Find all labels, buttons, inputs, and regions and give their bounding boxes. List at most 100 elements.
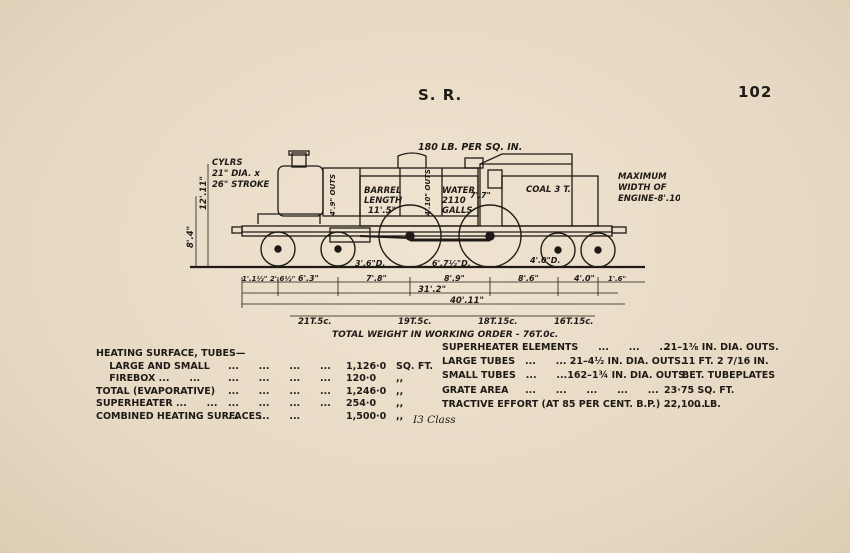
leader-dots: ... ... ... bbox=[228, 410, 301, 422]
spec-label: TOTAL (EVAPORATIVE) bbox=[96, 385, 216, 397]
spec-label: SUPERHEATER ... ... bbox=[96, 398, 218, 410]
spec-unit: ,, bbox=[396, 410, 404, 422]
cylinder-label-2: 21" DIA. x bbox=[212, 169, 260, 179]
spec-unit: SQ. FT. bbox=[396, 360, 433, 372]
cylinder-label-3: 26" STROKE bbox=[212, 180, 269, 190]
spec-value: 1,126·0 bbox=[346, 360, 387, 372]
chimney bbox=[291, 152, 307, 168]
leader-dots: ... ... ... ... bbox=[228, 373, 331, 385]
axle-weight-4: 16T.15c. bbox=[554, 317, 594, 327]
barrel-label-2: LENGTH bbox=[364, 196, 402, 206]
spec-unit: ,, bbox=[396, 373, 404, 385]
max-width-label-3: ENGINE-8'.10" bbox=[618, 194, 680, 204]
total-weight: TOTAL WEIGHT IN WORKING ORDER - 76T.0c. bbox=[332, 330, 558, 340]
spec-value: 120·0 bbox=[346, 373, 377, 385]
spec-label: FIREBOX ... ... bbox=[96, 373, 201, 385]
barrel-label-3: 11'.5" bbox=[368, 206, 396, 216]
coal-bunker bbox=[501, 175, 599, 227]
boiler-height: 4'.9" OUTS bbox=[329, 174, 337, 216]
cylinder bbox=[329, 227, 371, 243]
spec-unit: ,, bbox=[396, 398, 404, 410]
spec-label: TRACTIVE EFFORT (AT 85 PER CENT. B.P.) .… bbox=[442, 398, 706, 410]
spec-label: COMBINED HEATING SURFACES bbox=[96, 410, 262, 422]
axle-weight-1: 21T.5c. bbox=[298, 317, 332, 327]
dim-1-6: 1'.6" bbox=[608, 275, 626, 283]
side-tank bbox=[359, 175, 479, 227]
dim-4-0: 4'.0" bbox=[573, 274, 595, 283]
spec-label: SUPERHEATER ELEMENTS ... ... ... bbox=[442, 342, 671, 353]
dome bbox=[397, 152, 427, 168]
railway-heading: S. R. bbox=[418, 86, 463, 104]
cab-window bbox=[487, 169, 503, 189]
spec-value: BET. TUBEPLATES bbox=[682, 370, 776, 382]
spec-label: SMALL TUBES ... ...162–1¾ IN. DIA. OUTS. bbox=[442, 370, 689, 382]
water-label-1: WATER bbox=[442, 186, 475, 196]
spec-unit: ,, bbox=[396, 385, 404, 397]
water-label-2: 2110 bbox=[442, 196, 466, 206]
bogie-wheel-dia: 3'.6"D. bbox=[355, 259, 385, 268]
spec-value: 22,100 LB. bbox=[664, 398, 721, 410]
dim-8-9: 8'.9" bbox=[444, 274, 465, 283]
cylinder-label-1: CYLRS bbox=[212, 158, 242, 168]
height-7-7: 7'.7" bbox=[470, 191, 491, 200]
tube-spec-row: SMALL TUBES ... ...162–1¾ IN. DIA. OUTS.… bbox=[442, 370, 787, 384]
wheelbase: 31'.2" bbox=[418, 285, 446, 295]
leader-dots: ... ... ... ... bbox=[228, 385, 331, 397]
spec-label: LARGE TUBES ... ... 21–4½ IN. DIA. OUTS. bbox=[442, 356, 685, 368]
trailing-wheel-dia: 4'.0"D. bbox=[529, 256, 560, 265]
bogie-wheel-rear bbox=[320, 231, 356, 267]
spec-label: LARGE AND SMALL bbox=[96, 360, 210, 372]
heating-surface-row: COMBINED HEATING SURFACES... ... ... 1,50… bbox=[96, 411, 426, 424]
chimney-height: 8'.4" bbox=[186, 226, 196, 248]
cab bbox=[479, 153, 573, 226]
barrel-label-1: BARREL bbox=[364, 186, 401, 196]
dim-8-6: 8'.6" bbox=[518, 274, 539, 283]
tube-spec-row: GRATE AREA ... ... ... ... ... 23·75 SQ. … bbox=[442, 385, 787, 399]
coal-capacity: COAL 3 T. bbox=[526, 185, 571, 195]
page-number: 102 bbox=[738, 83, 773, 101]
overall-length: 40'.11" bbox=[449, 296, 484, 306]
max-width-label-1: MAXIMUM bbox=[618, 172, 667, 182]
tube-spec-row: TRACTIVE EFFORT (AT 85 PER CENT. B.P.) .… bbox=[442, 399, 787, 413]
dim-6-3: 6'.3" bbox=[298, 274, 319, 283]
leader-dots: ... ... ... ... bbox=[228, 360, 331, 372]
spec-value: 23·75 SQ. FT. bbox=[664, 384, 735, 396]
main-frame bbox=[241, 225, 613, 237]
spec-value: 21–1⅜ IN. DIA. OUTS. bbox=[664, 342, 779, 353]
trailing-wheel-front bbox=[540, 232, 576, 268]
class-caption: I3 Class bbox=[413, 414, 456, 426]
heating-surface-row: SUPERHEATER ... ... ... ... ... ... 254·0,… bbox=[96, 398, 426, 411]
water-label-3: GALLS bbox=[442, 206, 473, 216]
coupled-wheel-trailing bbox=[458, 204, 522, 268]
overall-height: 12'.11" bbox=[199, 176, 209, 210]
heating-surface-row: HEATING SURFACE, TUBES— bbox=[96, 348, 426, 361]
locomotive-diagram: 180 LB. PER SQ. IN. CYLRS 21" DIA. x 26"… bbox=[186, 142, 680, 340]
firebox-height: 4'.10" OUTS bbox=[424, 169, 432, 216]
connecting-rod bbox=[359, 235, 411, 239]
tube-specs-table: SUPERHEATER ELEMENTS ... ... ...21–1⅜ IN… bbox=[442, 342, 787, 413]
dim-front: 1'.1½" 2'.6½" bbox=[242, 275, 295, 283]
dim-7-8: 7'.8" bbox=[366, 274, 387, 283]
heating-surface-row: TOTAL (EVAPORATIVE) ... ... ... ... 1,246·… bbox=[96, 386, 426, 399]
axle-weight-2: 19T.5c. bbox=[398, 317, 432, 327]
spec-label: GRATE AREA ... ... ... ... ... bbox=[442, 384, 659, 396]
tube-spec-row: SUPERHEATER ELEMENTS ... ... ...21–1⅜ IN… bbox=[442, 342, 787, 356]
smokebox bbox=[277, 165, 324, 217]
bogie-wheel-front bbox=[260, 231, 296, 267]
spec-value: 1,500·0 bbox=[346, 410, 387, 422]
leader-dots: ... ... ... ... bbox=[228, 398, 331, 410]
heating-surface-row: LARGE AND SMALL ... ... ... ... 1,126·0 SQ.… bbox=[96, 360, 433, 374]
spec-label: HEATING SURFACE, TUBES— bbox=[96, 348, 246, 359]
heating-surfaces-table: HEATING SURFACE, TUBES— LARGE AND SMALL.… bbox=[96, 348, 433, 424]
spec-value: 1,246·0 bbox=[346, 385, 387, 397]
boiler-pressure: 180 LB. PER SQ. IN. bbox=[418, 142, 522, 153]
axle-weight-3: 18T.15c. bbox=[478, 317, 518, 327]
spec-value: 11 FT. 2 7/16 IN. bbox=[682, 356, 769, 368]
coupled-wheel-dia: 6'.7½"D. bbox=[432, 259, 471, 268]
max-width-label-2: WIDTH OF bbox=[618, 183, 667, 193]
heating-surface-row: FIREBOX ... ... ... ... ... ... 120·0,, bbox=[96, 373, 426, 386]
tube-spec-row: LARGE TUBES ... ... 21–4½ IN. DIA. OUTS.… bbox=[442, 356, 787, 370]
spec-value: 254·0 bbox=[346, 398, 377, 410]
trailing-wheel-rear bbox=[580, 232, 616, 268]
